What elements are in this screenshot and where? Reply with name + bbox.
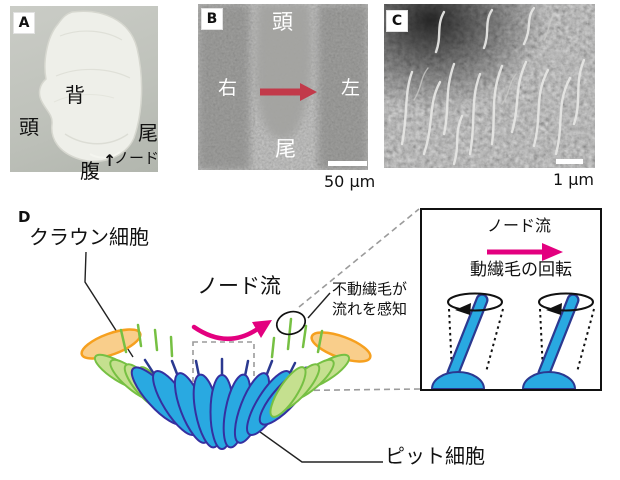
cilium-base-dome	[430, 371, 486, 389]
motile-cilium-right	[521, 292, 595, 389]
label-nodal-flow: ノード流	[197, 274, 281, 298]
motile-cilia-drawing	[430, 243, 595, 389]
cilium-rod	[539, 295, 578, 378]
dashed-zoom-rect	[192, 341, 255, 392]
inset-box-motile-cilia	[420, 208, 602, 391]
dashed-connector-bottom	[253, 388, 421, 392]
scale-bar-c	[556, 159, 583, 164]
label-ventral: 腹	[80, 159, 100, 183]
embryo-fold-line	[59, 30, 123, 41]
rotation-ellipse	[447, 292, 503, 312]
panel-a-embryo-photo	[10, 6, 158, 172]
nodal-flow-arrow-shaft	[191, 324, 259, 342]
label-crown-cell: クラウン細胞	[29, 225, 149, 249]
label-head-b: 頭	[272, 10, 293, 34]
label-tail-b: 尾	[275, 137, 296, 161]
embryo-fold-line	[53, 94, 115, 103]
label-sense-line2: 流れを感知	[332, 300, 408, 318]
embryo-node-highlight	[89, 151, 121, 159]
panel-b-letter: B	[201, 8, 223, 30]
flow-direction-arrow-head	[300, 83, 317, 101]
cilium-base-dome	[521, 371, 577, 389]
panel-d-letter: D	[18, 208, 31, 226]
crown-cilia-right	[270, 317, 324, 359]
label-dorsal: 背	[65, 83, 85, 107]
inset-label-rotation: 動繊毛の回転	[470, 260, 572, 280]
inset-label-nodal-flow: ノード流	[487, 216, 552, 235]
rotation-ellipse	[538, 292, 594, 312]
embryo-node-notch	[64, 133, 129, 145]
immotile-cilium-circle	[275, 310, 307, 336]
cone-dotted-left	[448, 308, 453, 373]
dashed-connector-top	[298, 208, 420, 308]
node-groove	[255, 4, 313, 140]
immotile-cilium-pointer-line	[307, 292, 331, 319]
panel-b-node-micrograph	[198, 4, 368, 170]
dark-left-tissue	[198, 4, 250, 170]
label-tail-a: 尾	[138, 121, 158, 145]
panel-c-cilia-sem	[384, 4, 595, 168]
cone-dotted-right	[485, 308, 504, 373]
rotation-arrow-head	[455, 303, 471, 315]
cone-dotted-left	[539, 308, 544, 373]
cilium-rod	[448, 295, 487, 378]
scale-label-c: 1 μm	[552, 170, 594, 189]
cone-dotted-right	[576, 308, 595, 373]
cilia-filaments-thin	[413, 13, 555, 105]
label-sense-line1: 不動繊毛が	[332, 280, 408, 298]
crown-cells-right	[269, 353, 351, 418]
micrograph-rendering	[198, 4, 368, 170]
sem-rendering	[384, 4, 595, 168]
panel-a-letter: A	[13, 12, 35, 34]
motile-cilium-left	[430, 292, 504, 389]
panel-c-letter: C	[386, 10, 408, 32]
scale-label-b: 50 μm	[324, 172, 376, 191]
label-left-b: 左	[341, 77, 361, 99]
label-right-b: 右	[218, 77, 238, 99]
scale-bar-b	[328, 161, 367, 166]
embryo-illustration	[38, 10, 143, 163]
label-node-a: ノード	[114, 149, 160, 167]
pit-cilia	[143, 357, 297, 383]
nodal-flow-arrow-head	[252, 320, 272, 338]
label-head-a: 頭	[19, 115, 39, 139]
embryo-body	[38, 10, 143, 163]
inset-flow-arrow-head	[542, 243, 563, 261]
embryo-fold-line	[55, 68, 131, 79]
sem-dark-region	[384, 4, 595, 168]
node-pointer-arrow: ↑	[103, 151, 117, 170]
cilia-filaments	[400, 6, 586, 166]
crown-cilia-left	[119, 323, 174, 358]
dark-right-tissue	[318, 4, 368, 170]
node-schematic-drawing	[80, 208, 421, 463]
rotation-arrow-head	[546, 303, 562, 315]
label-pit-cell: ピット細胞	[385, 444, 485, 468]
